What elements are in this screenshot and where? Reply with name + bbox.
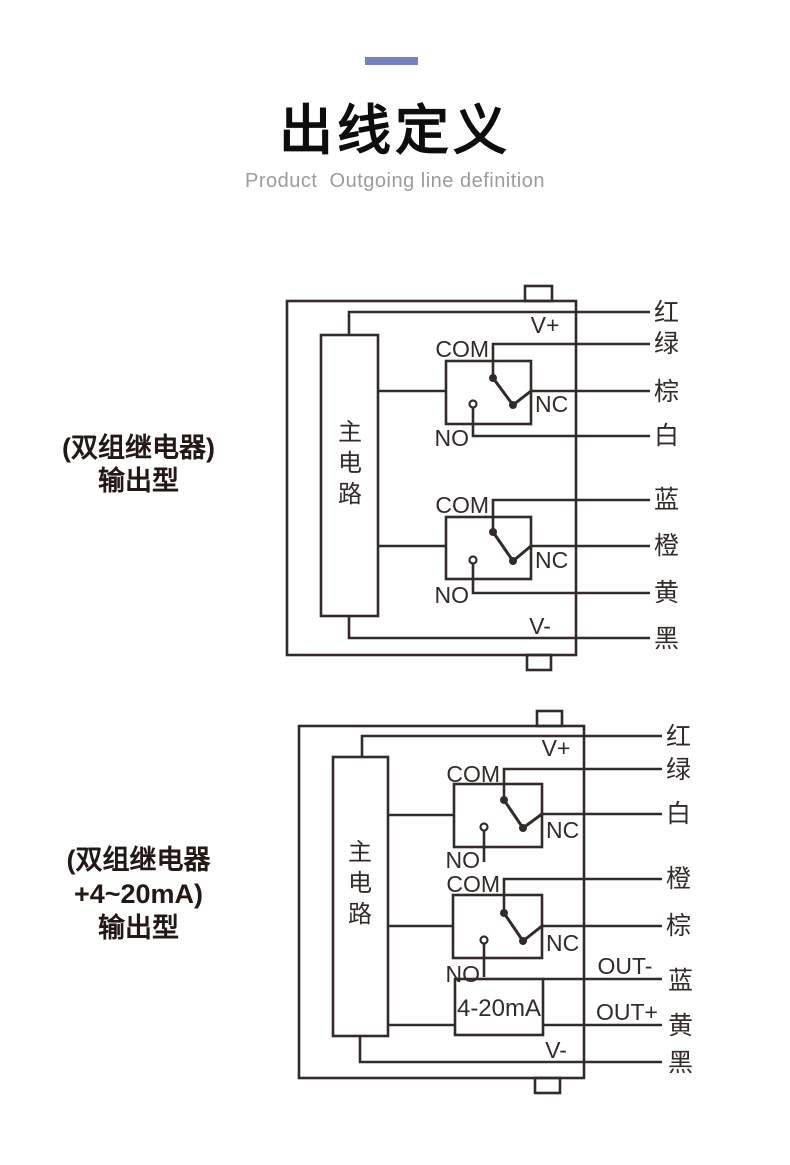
- relay1-no-contact: [468, 399, 478, 409]
- wire-blue-com2: [491, 498, 650, 532]
- relay2-no-label: NO: [446, 961, 481, 987]
- relay2-blade: [491, 531, 515, 562]
- relay2-blade: [502, 912, 525, 942]
- wire-green-com1: [491, 342, 650, 378]
- device-outline-box: [297, 724, 586, 1080]
- relay2-com-label: COM: [435, 492, 489, 518]
- diagram2-caption-line2: +4~20mA): [73, 879, 204, 909]
- relay1-com-label: COM: [446, 761, 500, 787]
- relay1-no-contact: [479, 822, 489, 832]
- relay2-nc-label: NC: [535, 547, 568, 573]
- relay1-nc-contact: [519, 824, 527, 832]
- page-subtitle: Product Outgoing line definition: [244, 170, 545, 192]
- wire-label-orange: 橙: [654, 532, 679, 560]
- relay1-com-contact: [500, 796, 508, 804]
- dual-relay-420ma-output-diagram: 主 电 路 V+ 红 绿 COM 白 NC NO 橙 COM 棕 NC: [297, 709, 693, 1095]
- vminus-label: V-: [529, 613, 551, 639]
- relay2-no-label: NO: [435, 582, 470, 608]
- wire-label-green: 绿: [666, 756, 691, 784]
- relay2-nc-contact: [519, 937, 527, 945]
- wire-label-red: 红: [654, 299, 679, 327]
- wire-label-brown: 棕: [666, 912, 691, 940]
- relay1-no-label: NO: [446, 847, 481, 873]
- relay2-no-contact: [468, 555, 478, 565]
- relay1-no-label: NO: [435, 425, 470, 451]
- main-circuit-label-char3: 路: [338, 481, 362, 508]
- out-minus-label: OUT-: [598, 953, 653, 979]
- relay1-box: [444, 359, 533, 426]
- relay2-com-contact: [500, 909, 508, 917]
- wire-label-blue: 蓝: [654, 486, 679, 514]
- wire-black-vminus: [347, 616, 650, 640]
- relay1-blade: [502, 799, 525, 829]
- top-mount-tab: [523, 284, 554, 303]
- wire-label-yellow: 黄: [654, 579, 679, 607]
- main-circuit-label-char2: 电: [348, 870, 372, 897]
- relay2-nc-contact: [509, 557, 517, 565]
- wire-label-white: 白: [654, 422, 679, 450]
- main-circuit-label-char3: 路: [348, 901, 372, 928]
- main-circuit-label-char1: 主: [338, 419, 362, 446]
- current-output-label: 4-20mA: [457, 995, 541, 1022]
- device-outline-box: [285, 299, 578, 657]
- vplus-label: V+: [531, 312, 560, 338]
- relay1-blade: [491, 377, 515, 406]
- main-circuit-label-char1: 主: [348, 839, 372, 866]
- relay1-nc-contact: [509, 401, 517, 409]
- diagram2-caption: (双组继电器 +4~20mA) 输出型: [36, 843, 241, 945]
- relay2-no-contact: [479, 935, 489, 945]
- relay1-box: [452, 782, 544, 849]
- relay2-com-label: COM: [446, 871, 500, 897]
- wire-yellow-no2: [471, 564, 650, 595]
- diagram2-caption-line1: (双组继电器: [66, 845, 211, 875]
- wire-label-white: 白: [666, 800, 691, 828]
- page-title: 出线定义: [279, 101, 511, 161]
- diagram1-caption: (双组继电器) 输出型: [36, 432, 241, 498]
- relay1-nc-label: NC: [535, 391, 568, 417]
- relay1-nc-label: NC: [546, 817, 579, 843]
- wire-label-yellow: 黄: [668, 1012, 693, 1040]
- main-circuit-label-char2: 电: [338, 450, 362, 477]
- top-mount-tab: [535, 709, 564, 728]
- wire-red-vplus: [347, 310, 650, 335]
- relay1-com-contact: [489, 374, 497, 382]
- diagram1-caption-line1: (双组继电器): [62, 433, 215, 463]
- relay2-nc-label: NC: [546, 930, 579, 956]
- wire-label-orange: 橙: [666, 865, 691, 893]
- bottom-mount-tab: [533, 1076, 562, 1095]
- wire-green-com1: [502, 767, 662, 800]
- wire-red-vplus: [360, 734, 662, 757]
- wire-label-black: 黑: [668, 1049, 693, 1077]
- wire-white-no1: [471, 408, 650, 438]
- relay2-box: [451, 893, 544, 960]
- out-plus-label: OUT+: [596, 999, 658, 1025]
- wire-label-green: 绿: [654, 330, 679, 358]
- vminus-label: V-: [545, 1037, 567, 1063]
- wire-label-red: 红: [666, 723, 691, 751]
- accent-bar: [365, 57, 418, 65]
- wire-label-brown: 棕: [654, 378, 679, 406]
- wire-orange-com2: [502, 877, 662, 913]
- current-output-box: [453, 977, 545, 1037]
- wire-label-blue: 蓝: [668, 967, 693, 995]
- diagram2-caption-line3: 输出型: [98, 913, 179, 943]
- diagram1-caption-line2: 输出型: [98, 466, 179, 496]
- wire-black-vminus: [358, 1036, 662, 1064]
- dual-relay-output-diagram: 主 电 路 V+ 红 绿 COM 棕 NC NO 白 蓝 COM 橙: [285, 284, 679, 672]
- bottom-mount-tab: [525, 653, 553, 672]
- vplus-label: V+: [542, 735, 571, 761]
- relay1-com-label: COM: [435, 336, 489, 362]
- wire-label-black: 黑: [654, 625, 679, 653]
- relay2-box: [444, 515, 533, 581]
- relay2-nc-link: [522, 924, 543, 943]
- relay2-com-contact: [489, 528, 497, 536]
